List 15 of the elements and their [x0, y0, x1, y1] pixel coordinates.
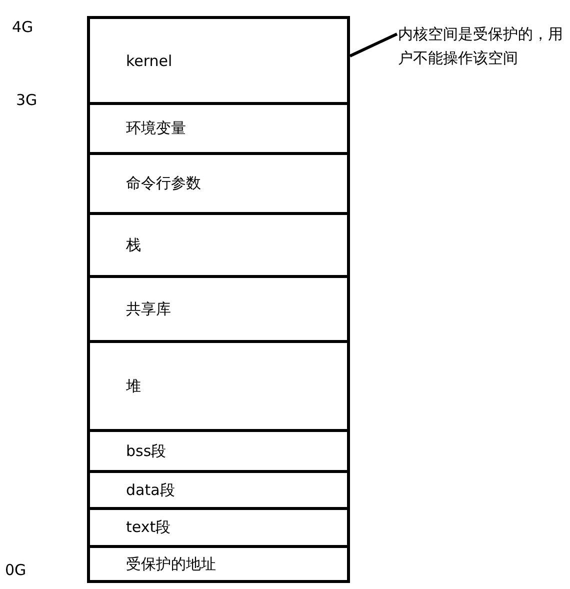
memory-segment: 共享库 [87, 275, 350, 343]
memory-segment: text段 [87, 507, 350, 548]
address-label: 0G [5, 561, 26, 579]
address-label: 4G [12, 18, 34, 36]
memory-segment: kernel [87, 16, 350, 105]
address-label: 3G [16, 91, 38, 109]
memory-segment: data段 [87, 470, 350, 510]
memory-segment: bss段 [87, 429, 350, 473]
memory-segment: 栈 [87, 212, 350, 278]
memory-segment: 堆 [87, 340, 350, 432]
memory-segment: 环境变量 [87, 102, 350, 155]
memory-segment: 命令行参数 [87, 152, 350, 215]
annotation-text: 内核空间是受保护的，用户不能操作该空间 [398, 22, 566, 70]
leader-line [349, 32, 398, 58]
memory-segment: 受保护的地址 [87, 545, 350, 583]
